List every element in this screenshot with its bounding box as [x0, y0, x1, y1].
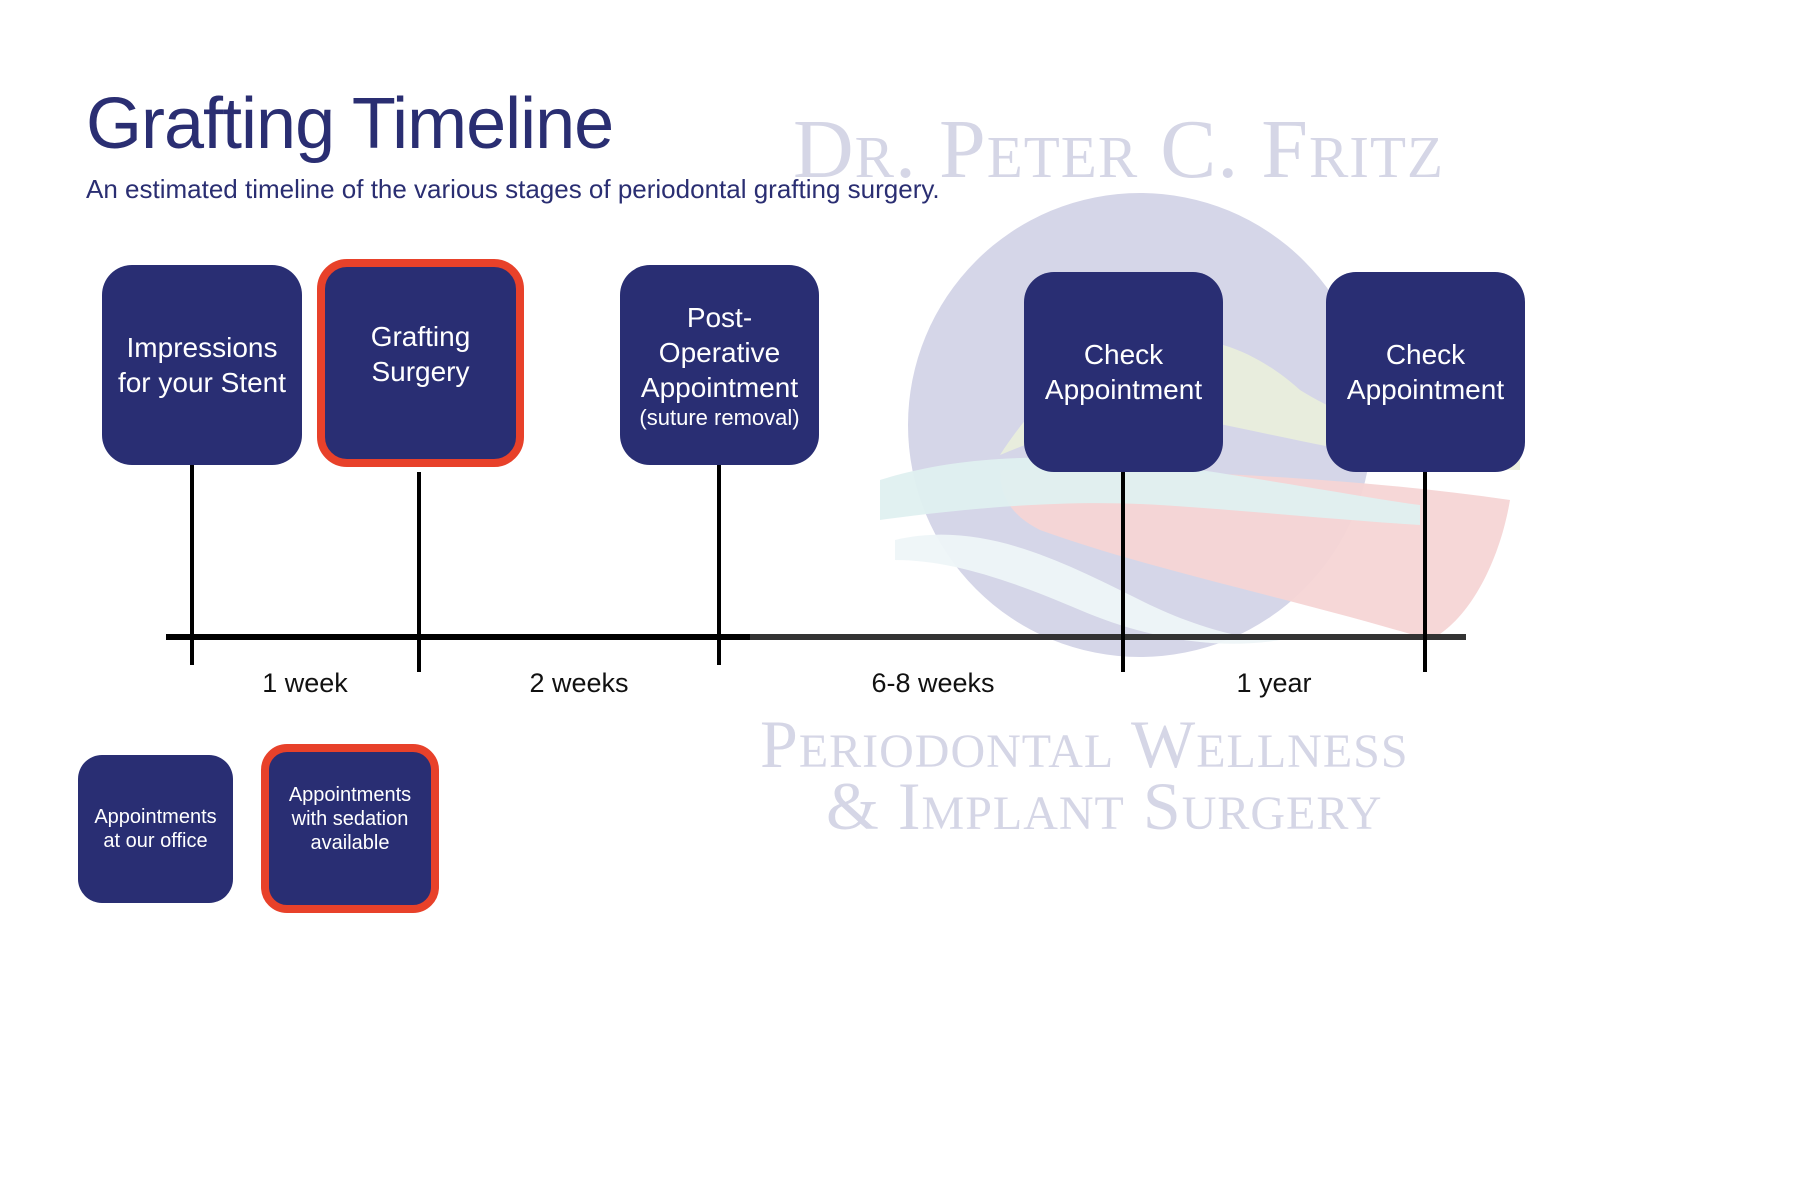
interval-label: 6-8 weeks [871, 668, 995, 698]
doctor-name-watermark: Dr. Peter C. Fritz [793, 103, 1445, 196]
practice-name-watermark-line2: & Implant Surgery [826, 768, 1383, 844]
event-connector [1121, 472, 1125, 672]
event-label-line: Appointment [1346, 374, 1505, 405]
event-connector [417, 472, 421, 672]
event-label-line: for your Stent [117, 367, 287, 398]
event-connector [190, 465, 194, 665]
legend-office-appointments: Appointments at our office [78, 755, 233, 903]
legend-label-line: with sedation [291, 807, 409, 830]
interval-label: 1 week [262, 668, 348, 698]
timeline-event-post-operative: Post- Operative Appointment (suture remo… [620, 265, 819, 465]
timeline-axis-extension [750, 634, 1466, 640]
event-label-line: Post- [686, 301, 753, 333]
timeline-event-check-appointment: Check Appointment [1326, 272, 1525, 472]
practice-name-watermark-line1: Periodontal Wellness [760, 706, 1409, 782]
event-label-line: Grafting [370, 321, 471, 352]
event-label-line: Check [1385, 339, 1466, 370]
logo-light-wave [895, 534, 1280, 644]
legend-label-line: available [310, 831, 390, 854]
event-label-line: Surgery [371, 356, 470, 387]
timeline-event-grafting-surgery: Grafting Surgery [317, 259, 524, 467]
timeline-axis [166, 634, 752, 640]
interval-label: 1 year [1236, 668, 1312, 698]
legend-label-line: Appointments [94, 806, 217, 828]
legend-label-line: Appointments [288, 783, 412, 806]
timeline-event-check-appointment: Check Appointment [1024, 272, 1223, 472]
event-label-line: Operative [658, 336, 781, 368]
event-connector [717, 465, 721, 665]
legend-sedation-appointments: Appointments with sedation available [261, 744, 439, 913]
event-connector [1423, 472, 1427, 672]
logo-teal-wave [880, 457, 1420, 525]
page-title: Grafting Timeline [86, 84, 614, 164]
event-label-line: Impressions [126, 332, 278, 363]
page-subtitle: An estimated timeline of the various sta… [86, 174, 940, 204]
event-label-line: Appointment [1044, 374, 1203, 405]
legend-label-line: at our office [103, 830, 208, 852]
timeline-event-impressions: Impressions for your Stent [102, 265, 302, 465]
interval-label: 2 weeks [529, 668, 629, 698]
event-note: (suture removal) [639, 404, 800, 430]
event-label-line: Check [1083, 339, 1164, 370]
event-label-line: Appointment [640, 371, 799, 403]
